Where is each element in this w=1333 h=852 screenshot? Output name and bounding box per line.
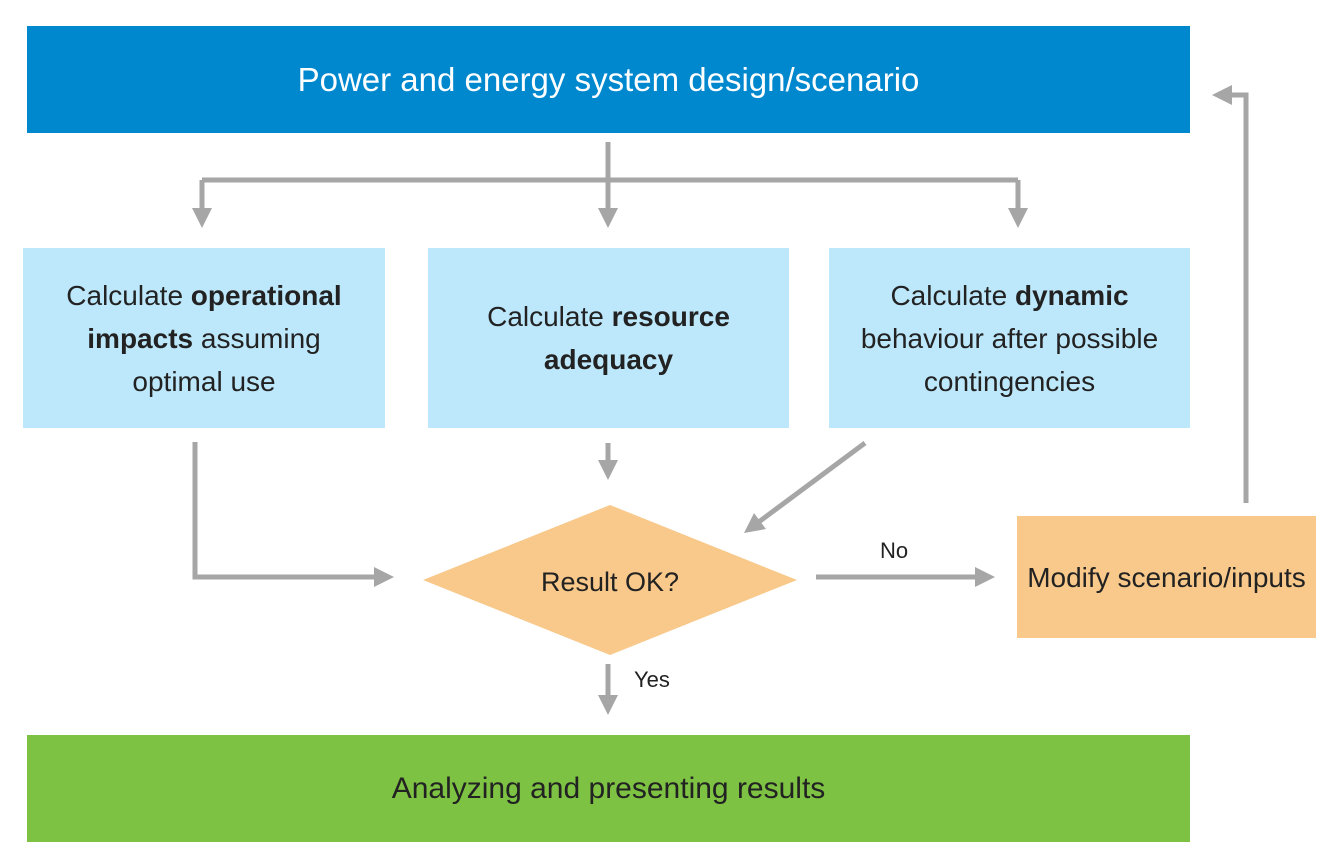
decision-label: Result OK? [540,566,680,597]
system-design-label: Power and energy system design/scenario [297,60,920,98]
dynamic-behaviour-label: Calculate dynamic behaviour after possib… [860,279,1159,397]
modify-scenario-box: Modify scenario/inputs [1017,516,1316,638]
yes-label: Yes [634,667,670,692]
operational-impacts-box: Calculate operational impacts assuming o… [23,248,385,428]
arrow-calc1-to-decision [192,442,394,587]
dynamic-behaviour-box: Calculate dynamic behaviour after possib… [829,248,1190,428]
system-design-box: Power and energy system design/scenario [27,26,1190,133]
resource-adequacy-label: Calculate resource adequacy [487,301,730,375]
results-box: Analyzing and presenting results [27,735,1190,842]
modify-scenario-label: Modify scenario/inputs [1027,561,1306,593]
arrow-modify-to-top [1212,85,1249,503]
decision-diamond [423,505,797,655]
no-label: No [880,538,909,563]
resource-adequacy-box: Calculate resource adequacy [428,248,789,428]
operational-impacts-label: Calculate operational impacts assuming o… [66,279,342,397]
results-label: Analyzing and presenting results [391,771,826,805]
arrow-calc3-to-decision [743,440,867,533]
